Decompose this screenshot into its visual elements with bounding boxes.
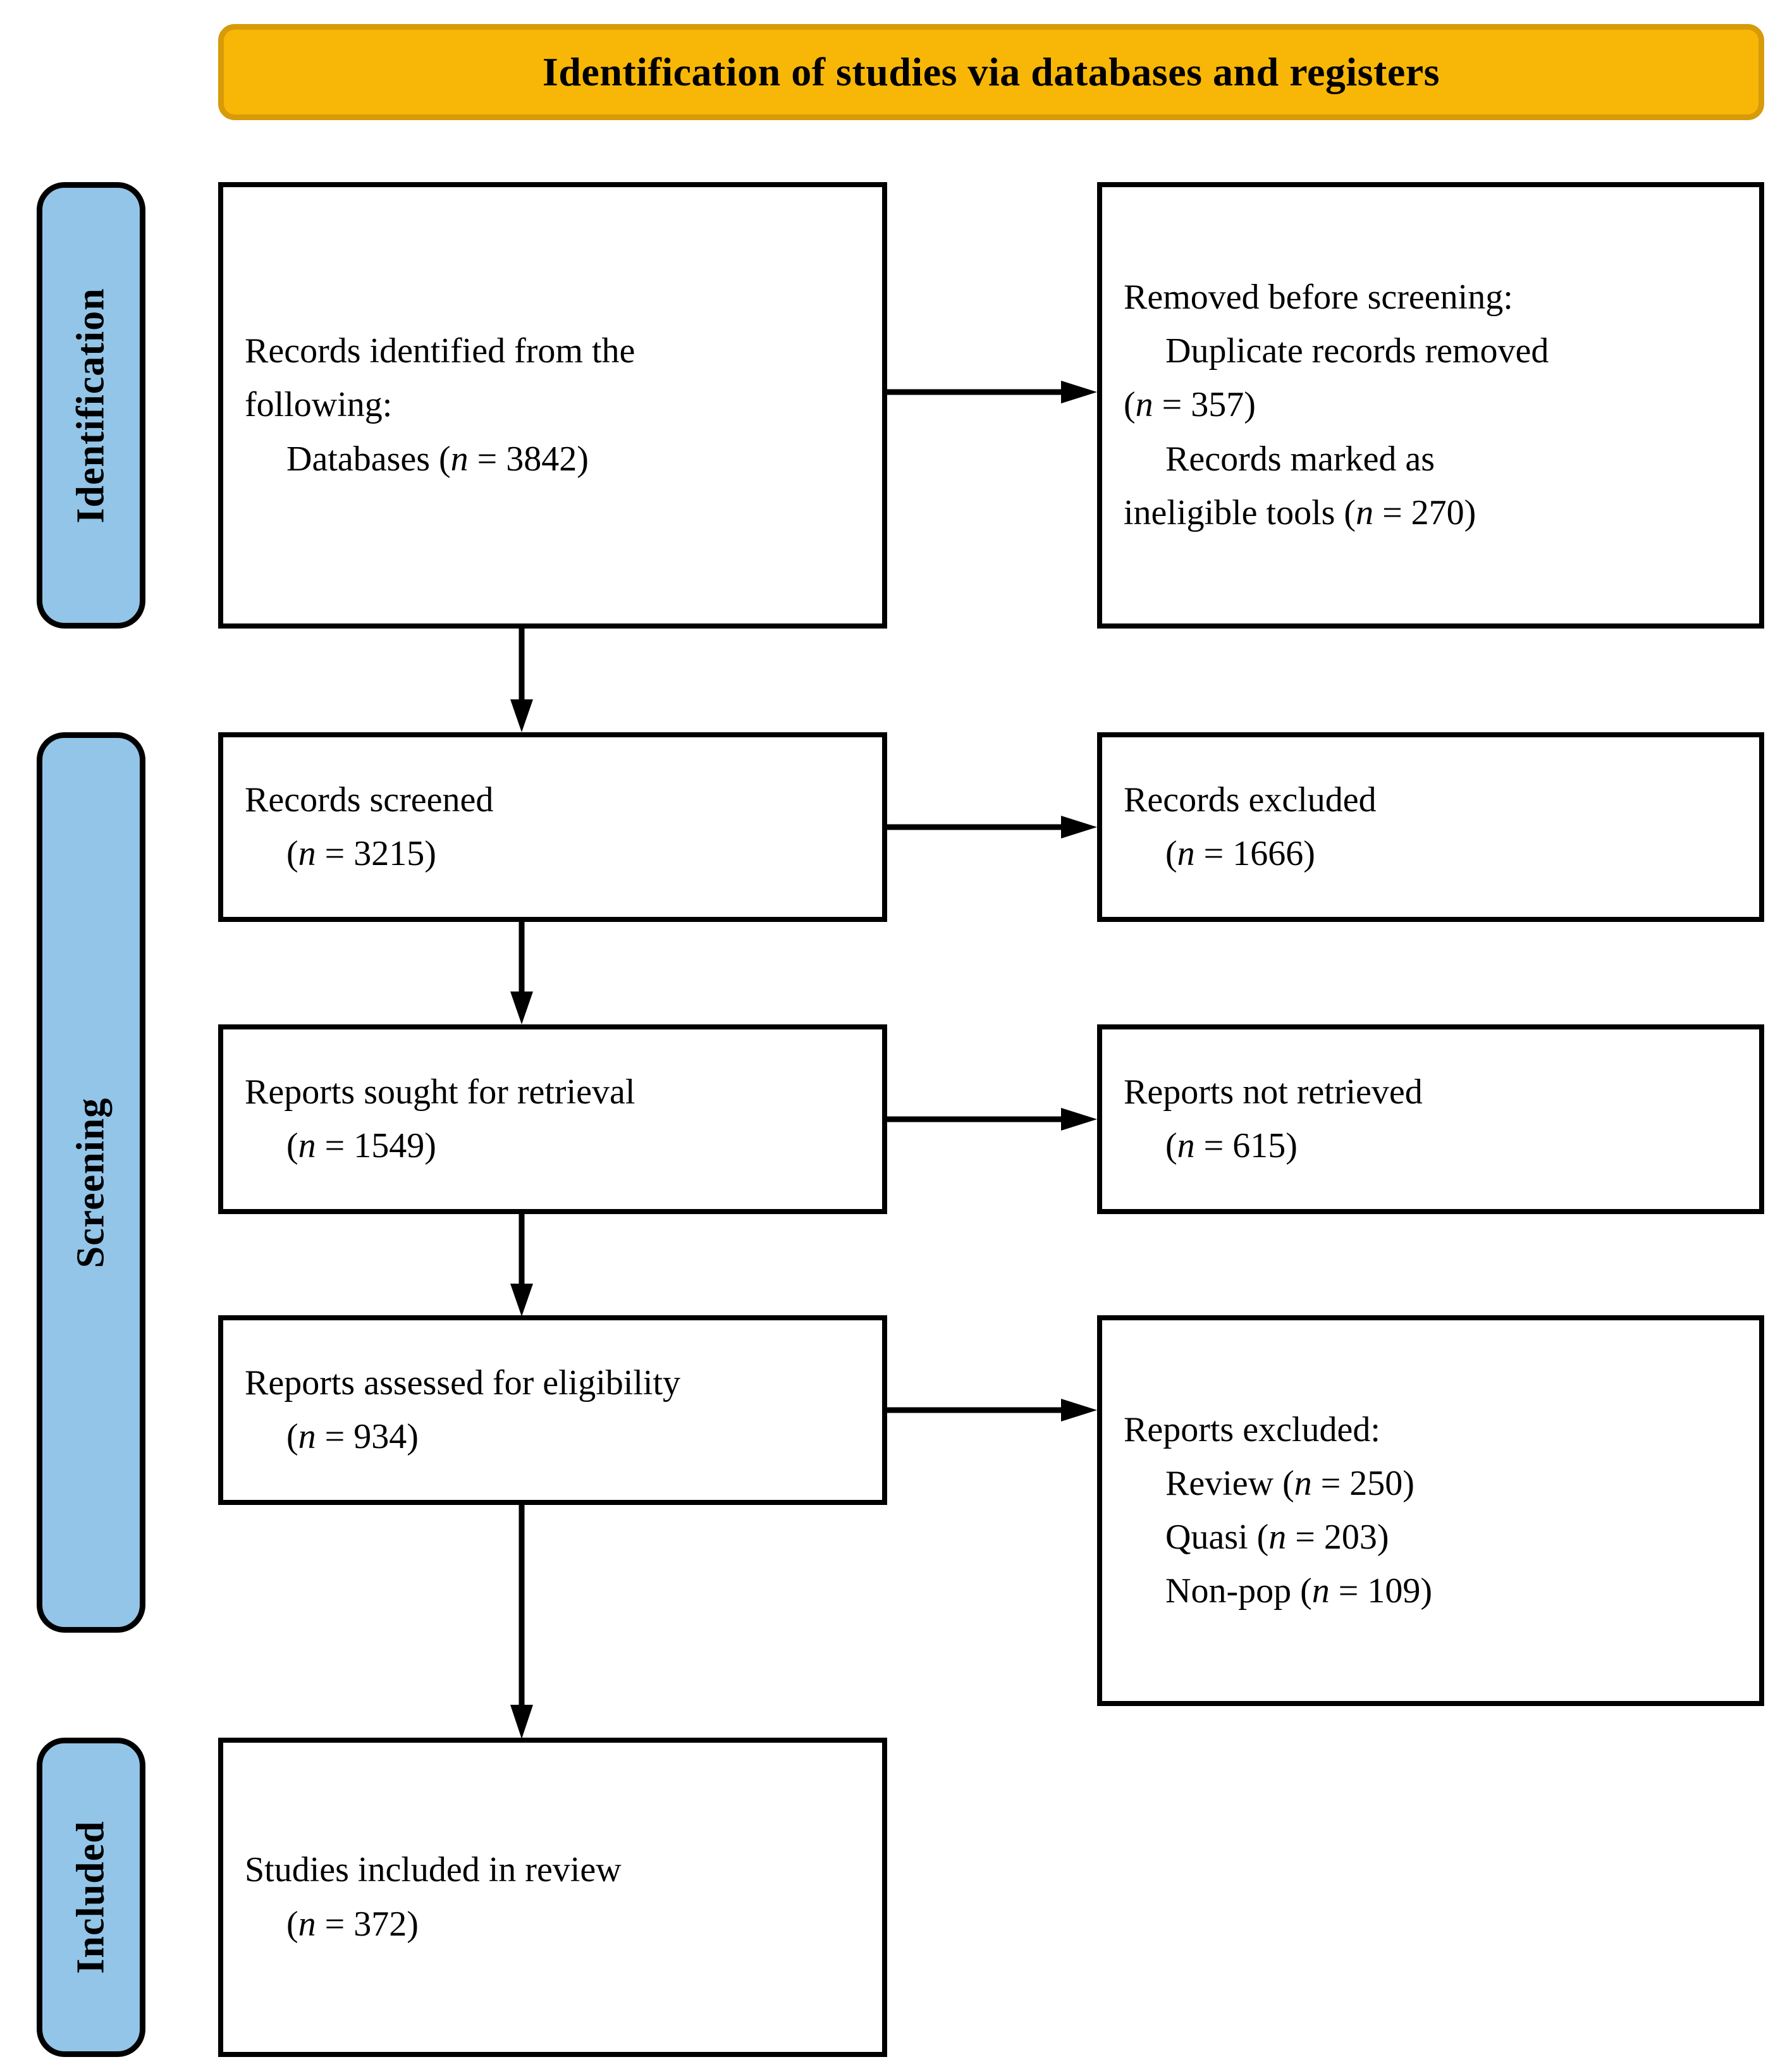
- box-line: Reports assessed for eligibility: [245, 1363, 681, 1403]
- phase-label-included: Included: [69, 1820, 113, 1974]
- box-line: (n = 1549): [286, 1126, 436, 1165]
- phase-bar-identification: Identification: [37, 182, 145, 629]
- box-reports-excluded: Reports excluded: Review (n = 250) Quasi…: [1097, 1315, 1764, 1706]
- box-line: Reports not retrieved: [1124, 1072, 1423, 1112]
- arrow-identified-to-removed: [887, 379, 1097, 405]
- arrow-assessed-to-included: [509, 1505, 534, 1739]
- box-line: Non-pop (n = 109): [1165, 1571, 1432, 1611]
- box-line: ineligible tools (n = 270): [1124, 493, 1476, 532]
- box-line: Duplicate records removed: [1165, 331, 1549, 371]
- box-line: (n = 615): [1165, 1126, 1298, 1165]
- box-reports-not-retrieved: Reports not retrieved (n = 615): [1097, 1024, 1764, 1214]
- diagram-title-text: Identification of studies via databases …: [542, 49, 1440, 94]
- box-line: Records marked as: [1165, 439, 1435, 479]
- box-reports-sought-for-retrieval: Reports sought for retrieval (n = 1549): [218, 1024, 887, 1214]
- phase-label-identification: Identification: [69, 287, 113, 524]
- arrow-screened-to-sought: [509, 922, 534, 1024]
- box-line: Reports excluded:: [1124, 1409, 1380, 1449]
- box-line: following:: [245, 385, 393, 425]
- box-line: Studies included in review: [245, 1850, 622, 1890]
- box-line: Records excluded: [1124, 780, 1377, 820]
- box-line: Review (n = 250): [1165, 1463, 1415, 1503]
- box-line: Records identified from the: [245, 331, 635, 371]
- arrow-sought-to-assessed: [509, 1214, 534, 1317]
- box-removed-before-screening: Removed before screening: Duplicate reco…: [1097, 182, 1764, 629]
- box-line: (n = 934): [286, 1417, 419, 1456]
- box-line: (n = 1666): [1165, 834, 1315, 873]
- box-line: (n = 372): [286, 1904, 419, 1944]
- box-records-identified: Records identified from the following: D…: [218, 182, 887, 629]
- arrow-sought-to-not-retrieved: [887, 1107, 1097, 1132]
- box-reports-assessed-for-eligibility: Reports assessed for eligibility (n = 93…: [218, 1315, 887, 1505]
- box-line: Removed before screening:: [1124, 278, 1513, 317]
- arrow-assessed-to-reports-excluded: [887, 1397, 1097, 1423]
- phase-bar-screening: Screening: [37, 732, 145, 1633]
- arrow-screened-to-excluded: [887, 814, 1097, 840]
- box-line: (n = 3215): [286, 834, 436, 873]
- diagram-title-banner: Identification of studies via databases …: [218, 24, 1764, 120]
- box-line: Databases (n = 3842): [286, 439, 589, 479]
- box-records-screened: Records screened (n = 3215): [218, 732, 887, 922]
- arrow-identified-to-screened: [509, 629, 534, 732]
- box-line: Reports sought for retrieval: [245, 1072, 635, 1112]
- box-line: Quasi (n = 203): [1165, 1518, 1389, 1557]
- phase-bar-included: Included: [37, 1738, 145, 2057]
- box-studies-included-in-review: Studies included in review (n = 372): [218, 1738, 887, 2057]
- box-line: (n = 357): [1124, 385, 1256, 425]
- box-line: Records screened: [245, 780, 494, 820]
- box-records-excluded: Records excluded (n = 1666): [1097, 732, 1764, 922]
- phase-label-screening: Screening: [69, 1097, 113, 1268]
